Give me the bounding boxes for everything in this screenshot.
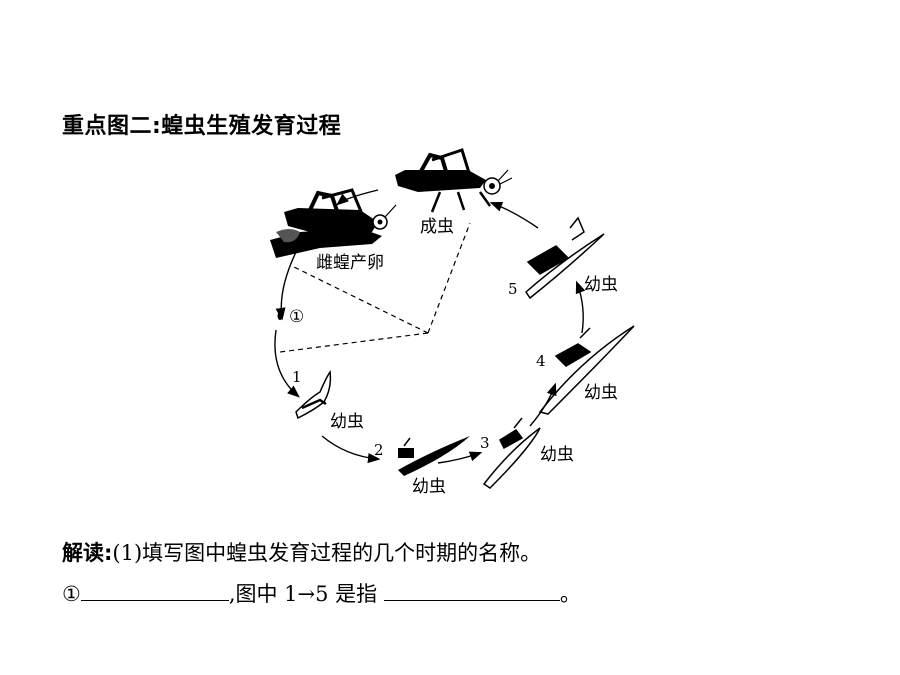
label-nymph-2: 幼虫 bbox=[412, 477, 446, 497]
answer-blank-2[interactable] bbox=[383, 580, 560, 601]
nymph-number-2: 2 bbox=[374, 441, 384, 459]
question-end: 。 bbox=[559, 582, 581, 606]
page-title: 重点图二:蝗虫生殖发育过程 bbox=[62, 114, 342, 139]
nymph-number-5: 5 bbox=[508, 280, 518, 298]
question-line-1: 解读:(1)填写图中蝗虫发育过程的几个时期的名称。 bbox=[62, 537, 541, 567]
question-text: (1)填写图中蝗虫发育过程的几个时期的名称。 bbox=[112, 541, 542, 565]
label-nymph-4: 幼虫 bbox=[584, 383, 618, 403]
nymph-stage-5-illustration bbox=[525, 216, 605, 300]
nymph-number-1: 1 bbox=[292, 368, 302, 386]
question-prefix: 解读: bbox=[62, 541, 113, 565]
label-nymph-5: 幼虫 bbox=[584, 275, 618, 295]
nymph-stage-1-illustration bbox=[295, 369, 332, 420]
adult-locust-illustration bbox=[395, 148, 513, 213]
nymph-stage-4-illustration bbox=[538, 325, 635, 415]
label-nymph-3: 幼虫 bbox=[540, 445, 574, 465]
nymph-stage-2-illustration bbox=[398, 436, 470, 476]
label-adult: 成虫 bbox=[420, 217, 454, 237]
dashed-sector-lines bbox=[279, 222, 471, 353]
label-nymph-1: 幼虫 bbox=[330, 412, 364, 432]
label-egg-marker: ① bbox=[289, 307, 304, 327]
nymph-number-3: 3 bbox=[480, 434, 490, 452]
nymph-stage-3-illustration bbox=[482, 417, 541, 489]
answer-marker-1: ① bbox=[62, 582, 81, 606]
question-line-2: ① ,图中 1→5 是指 。 bbox=[62, 578, 581, 608]
answer-blank-1[interactable] bbox=[80, 580, 229, 601]
nymph-number-4: 4 bbox=[536, 352, 546, 370]
egg-dot bbox=[277, 312, 283, 320]
female-laying-eggs-illustration bbox=[270, 188, 397, 258]
label-female-laying-eggs: 雌蝗产卵 bbox=[316, 253, 384, 273]
question-mid-text: ,图中 1→5 是指 bbox=[228, 582, 378, 606]
